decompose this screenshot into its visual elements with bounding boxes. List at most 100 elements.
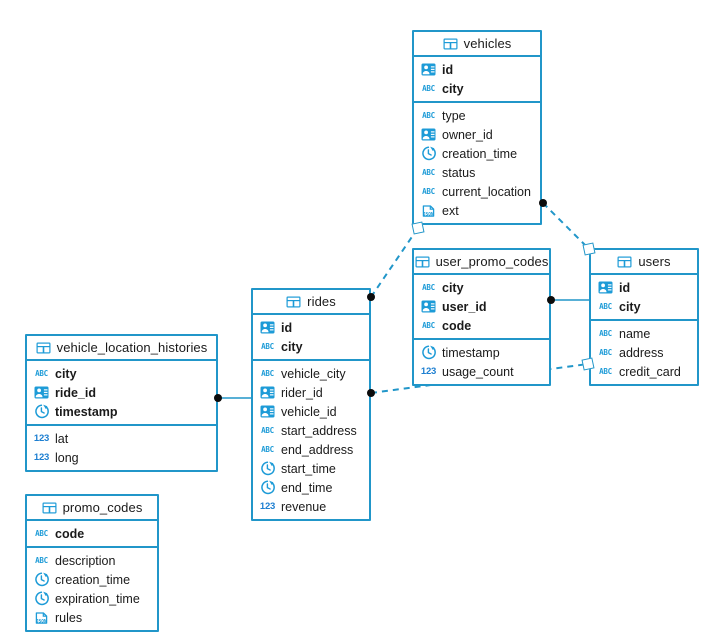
number-123-icon: 123	[33, 451, 50, 463]
relationship-source-dot-rel-vehicles-users	[539, 199, 547, 207]
column-row-rider_id[interactable]: rider_id	[253, 383, 369, 402]
column-name: ext	[442, 203, 459, 218]
table-header-user_promo_codes[interactable]: user_promo_codes	[414, 250, 549, 275]
column-row-ext[interactable]: JSON ext	[414, 201, 540, 220]
primary-key-row-user_id[interactable]: user_id	[414, 297, 549, 316]
primary-key-row-ride_id[interactable]: ride_id	[27, 383, 216, 402]
column-name: timestamp	[442, 345, 500, 360]
table-header-promo_codes[interactable]: promo_codes	[27, 496, 157, 521]
relationship-source-dot-rel-rides-vehicles	[367, 293, 375, 301]
relationship-line-rel-rides-vehicles[interactable]	[370, 227, 419, 298]
column-name: city	[442, 280, 464, 295]
column-name: vehicle_city	[281, 366, 346, 381]
table-icon	[617, 254, 632, 269]
table-icon	[42, 500, 57, 515]
column-name: end_time	[281, 480, 333, 495]
relationship-line-rel-vehicles-users[interactable]	[542, 202, 590, 250]
identity-key-icon	[421, 299, 436, 314]
table-header-users[interactable]: users	[591, 250, 697, 275]
primary-key-row-city[interactable]: ABC city	[414, 278, 549, 297]
column-row-long[interactable]: 123 long	[27, 448, 216, 467]
column-row-end_time[interactable]: end_time	[253, 478, 369, 497]
table-title: vehicles	[463, 36, 512, 51]
identity-key-icon	[421, 62, 436, 77]
column-name: id	[619, 280, 631, 295]
column-row-vehicle_id[interactable]: vehicle_id	[253, 402, 369, 421]
column-row-owner_id[interactable]: owner_id	[414, 125, 540, 144]
primary-key-row-code[interactable]: ABC code	[414, 316, 549, 335]
column-name: code	[442, 318, 472, 333]
table-title: rides	[307, 294, 336, 309]
column-row-creation_time[interactable]: creation_time	[27, 570, 157, 589]
column-name: name	[619, 326, 651, 341]
column-row-timestamp[interactable]: timestamp	[414, 343, 549, 362]
abc-string-icon: ABC	[599, 366, 612, 376]
column-name: city	[55, 366, 77, 381]
column-name: long	[55, 450, 79, 465]
timestamp-clock-icon	[260, 461, 275, 476]
abc-string-icon: ABC	[422, 83, 435, 93]
abc-string-icon: ABC	[422, 320, 435, 330]
column-row-name[interactable]: ABC name	[591, 324, 697, 343]
identity-key-icon	[421, 127, 436, 142]
column-name: vehicle_id	[281, 404, 337, 419]
number-123-icon: 123	[420, 365, 437, 377]
primary-key-row-id[interactable]: id	[414, 60, 540, 79]
table-title: users	[638, 254, 671, 269]
relationship-source-dot-rel-vlh-rides	[214, 394, 222, 402]
column-name: id	[442, 62, 454, 77]
table-header-vehicles[interactable]: vehicles	[414, 32, 540, 57]
abc-string-icon: ABC	[422, 282, 435, 292]
json-icon: JSON	[421, 203, 436, 218]
table-header-rides[interactable]: rides	[253, 290, 369, 315]
table-header-vehicle_location_histories[interactable]: vehicle_location_histories	[27, 336, 216, 361]
table-title: promo_codes	[62, 500, 143, 515]
column-name: ride_id	[55, 385, 96, 400]
primary-key-row-id[interactable]: id	[591, 278, 697, 297]
abc-string-icon: ABC	[599, 328, 612, 338]
column-row-expiration_time[interactable]: expiration_time	[27, 589, 157, 608]
column-row-start_time[interactable]: start_time	[253, 459, 369, 478]
identity-key-icon	[260, 404, 275, 419]
column-row-creation_time[interactable]: creation_time	[414, 144, 540, 163]
relationship-target-square-rel-rides-vehicles	[411, 221, 425, 235]
relationship-target-square-rel-vehicles-users	[582, 242, 596, 256]
abc-string-icon: ABC	[599, 301, 612, 311]
timestamp-clock-icon	[34, 404, 49, 419]
primary-key-row-timestamp[interactable]: timestamp	[27, 402, 216, 421]
timestamp-clock-icon	[421, 345, 436, 360]
table-icon	[443, 36, 458, 51]
primary-key-row-id[interactable]: id	[253, 318, 369, 337]
abc-string-icon: ABC	[261, 425, 274, 435]
